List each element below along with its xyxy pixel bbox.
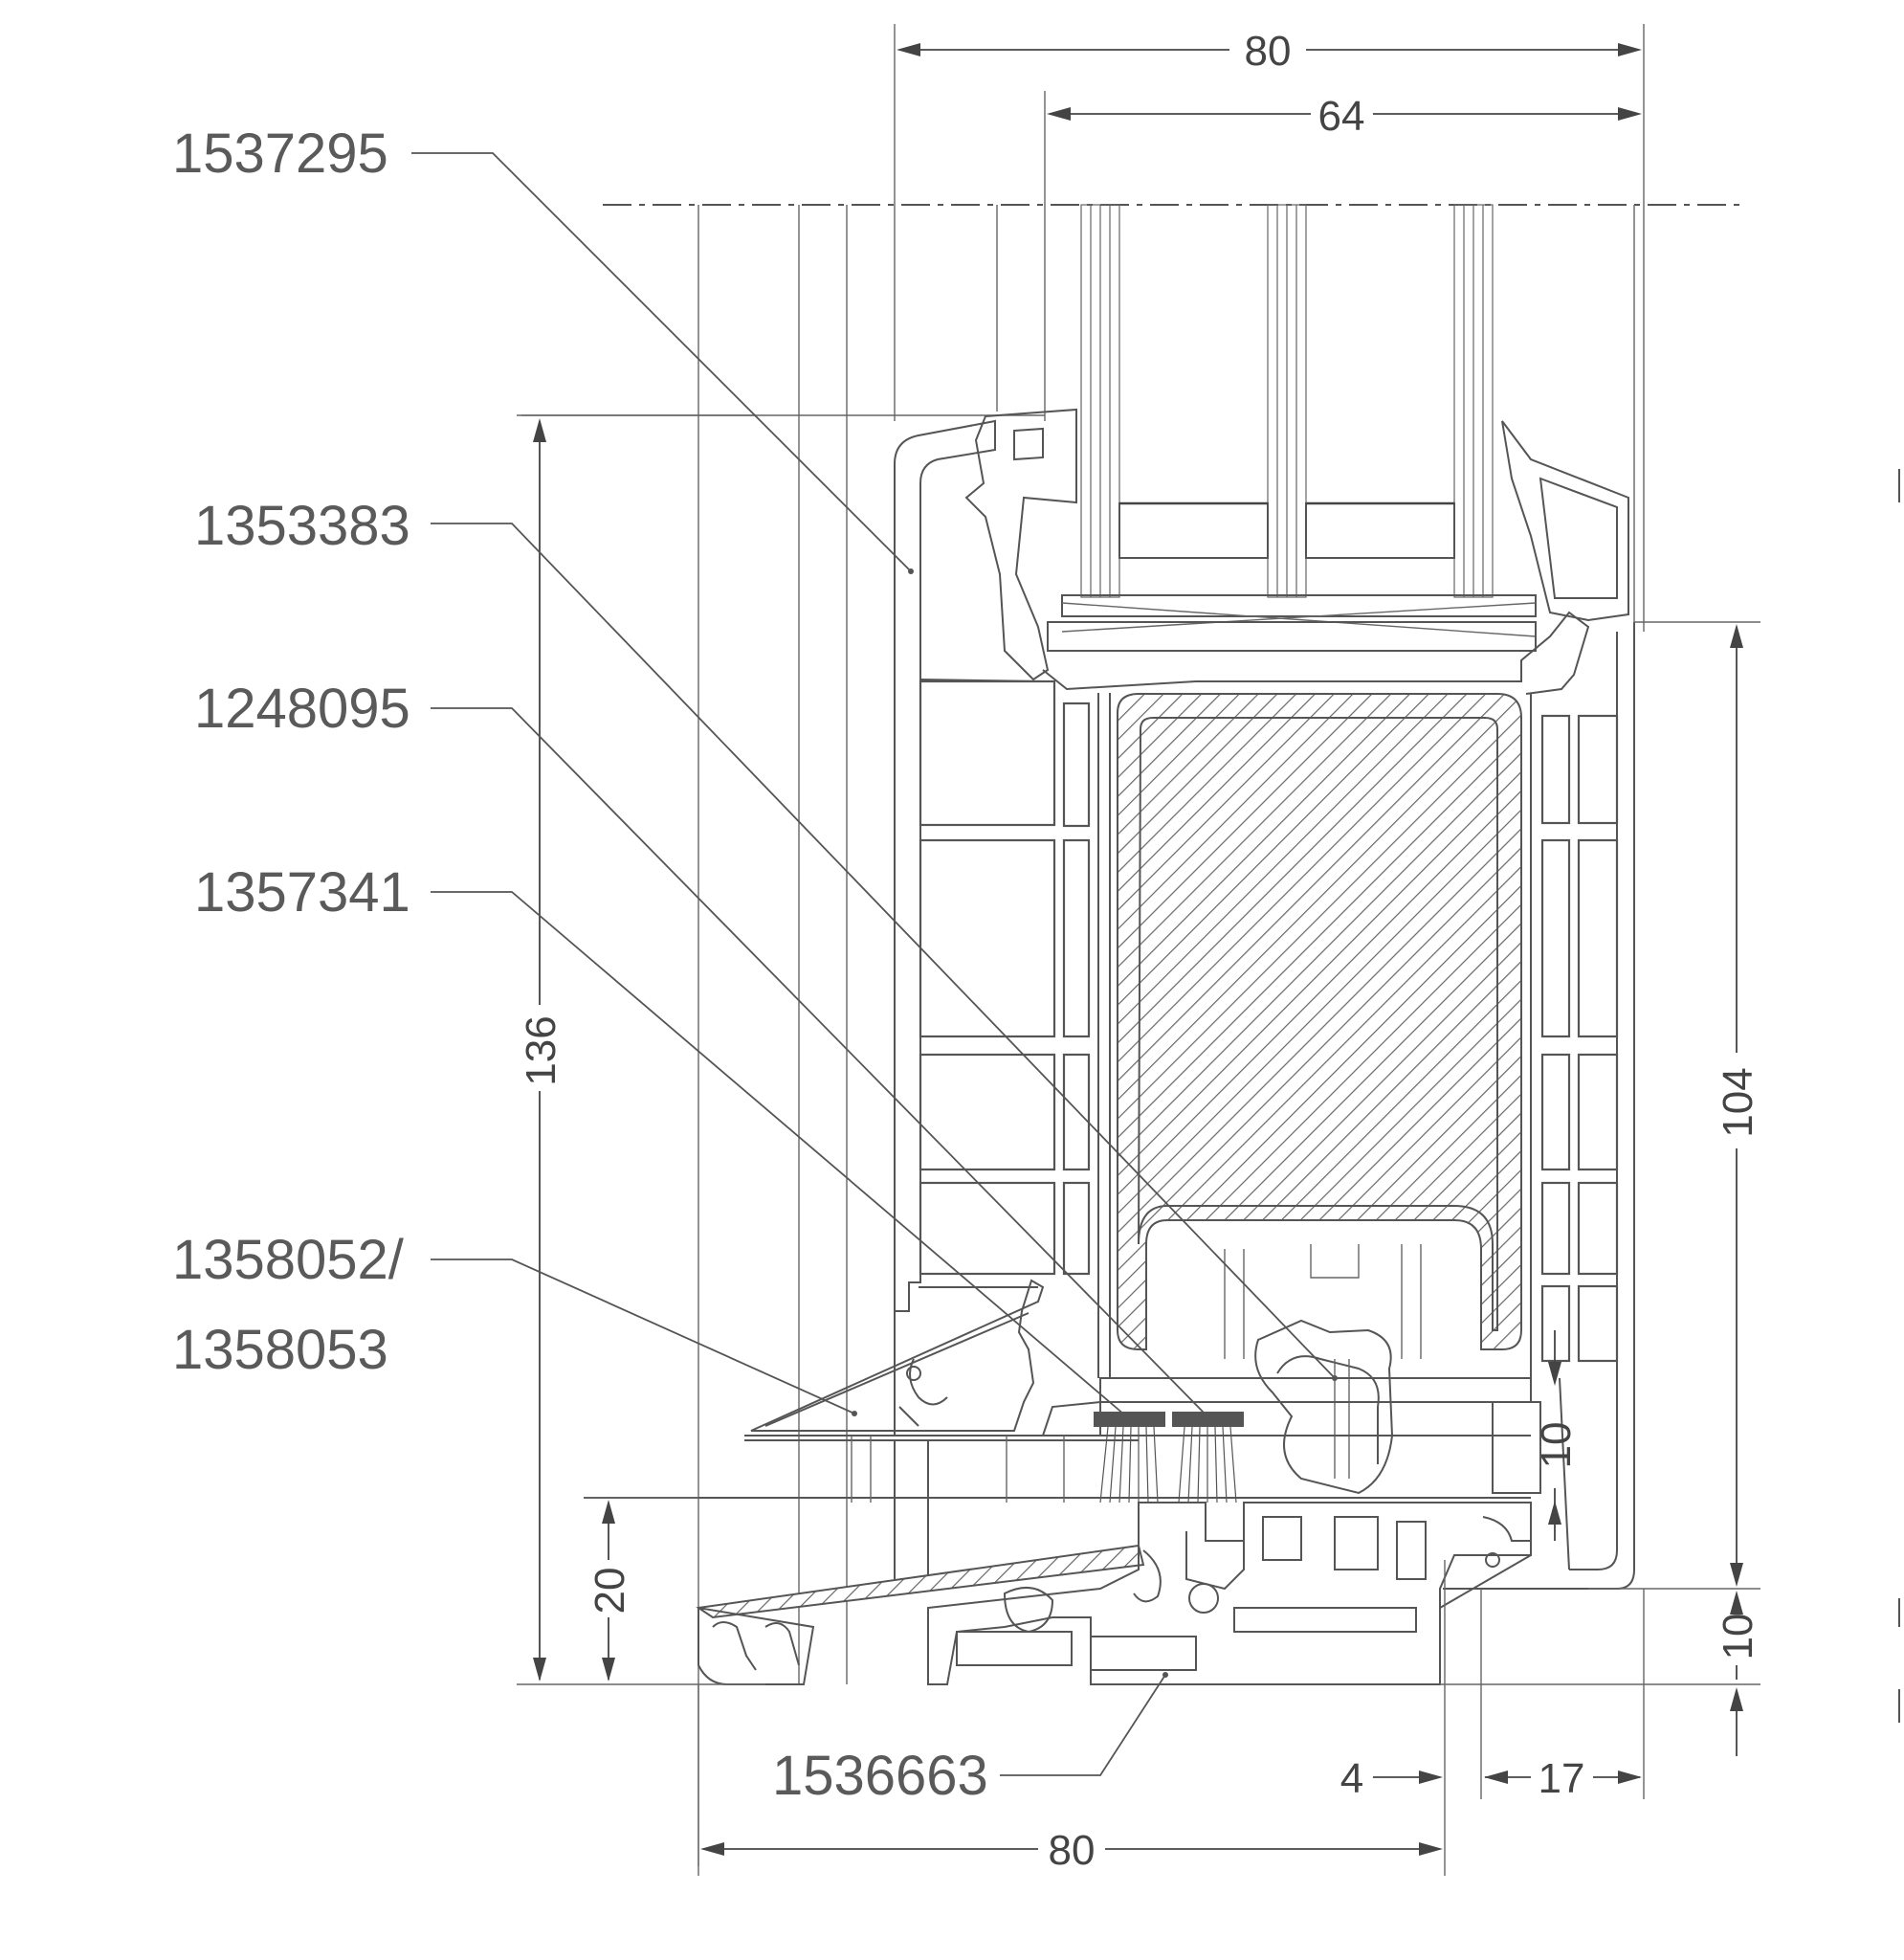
dimension-total-height: 136 xyxy=(517,414,765,1685)
part-label-1358053: 1358053 xyxy=(172,1319,388,1381)
triple-glazing xyxy=(1047,204,1537,652)
part-label-1248095: 1248095 xyxy=(194,678,410,740)
glazing-bead xyxy=(964,408,1077,681)
dim-label-offset-small: 4 xyxy=(1340,1755,1363,1802)
bead-detail xyxy=(1013,427,1044,461)
part-callout-1537295: 1537295 xyxy=(172,122,914,574)
weather-drip-profile xyxy=(750,1279,1045,1432)
part-callout-1536663: 1536663 xyxy=(772,1672,1168,1807)
dimension-glass-width: 64 xyxy=(1044,91,1642,421)
part-callout-1358052: 1358052/ 1358053 xyxy=(172,1229,857,1416)
dimension-top-width: 80 xyxy=(894,24,1645,632)
dimension-bottom-width: 80 xyxy=(697,1560,1446,1876)
brush-seals xyxy=(1094,1412,1244,1503)
dim-label-bottom-gap: 10 xyxy=(1715,1614,1761,1660)
part-callout-1357341: 1357341 xyxy=(194,861,1125,1415)
dimension-drip-gap: 10 xyxy=(1533,1330,1580,1541)
dimension-bottom-gap: 10 xyxy=(1440,1591,1761,1756)
dim-label-offset-right: 17 xyxy=(1539,1755,1585,1802)
threshold-frame xyxy=(584,1311,1570,1685)
sash-profile xyxy=(894,419,1635,1590)
part-callout-1353383: 1353383 xyxy=(194,495,1338,1381)
part-callout-1248095: 1248095 xyxy=(194,678,1207,1415)
dimension-threshold-height: 20 xyxy=(584,1497,698,1682)
part-label-1536663: 1536663 xyxy=(772,1745,988,1807)
dim-label-threshold-height: 20 xyxy=(587,1568,633,1615)
reinforcement-inner xyxy=(1138,717,1498,1331)
part-label-1357341: 1357341 xyxy=(194,861,410,924)
part-label-1537295: 1537295 xyxy=(172,122,388,185)
dim-label-glass-width: 64 xyxy=(1318,93,1365,140)
part-label-1353383: 1353383 xyxy=(194,495,410,557)
dim-label-sash-height: 104 xyxy=(1715,1067,1761,1137)
dim-label-bottom-width: 80 xyxy=(1049,1827,1096,1874)
part-label-1358052: 1358052/ xyxy=(172,1229,405,1291)
dim-label-drip-gap: 10 xyxy=(1533,1422,1580,1469)
dimension-offsets: 4 17 xyxy=(1340,1589,1645,1802)
dim-label-total-height: 136 xyxy=(518,1015,565,1085)
steel-reinforcement xyxy=(1117,693,1522,1350)
dimension-sash-height: 104 xyxy=(1588,621,1761,1590)
dim-label-top-width: 80 xyxy=(1245,28,1292,75)
